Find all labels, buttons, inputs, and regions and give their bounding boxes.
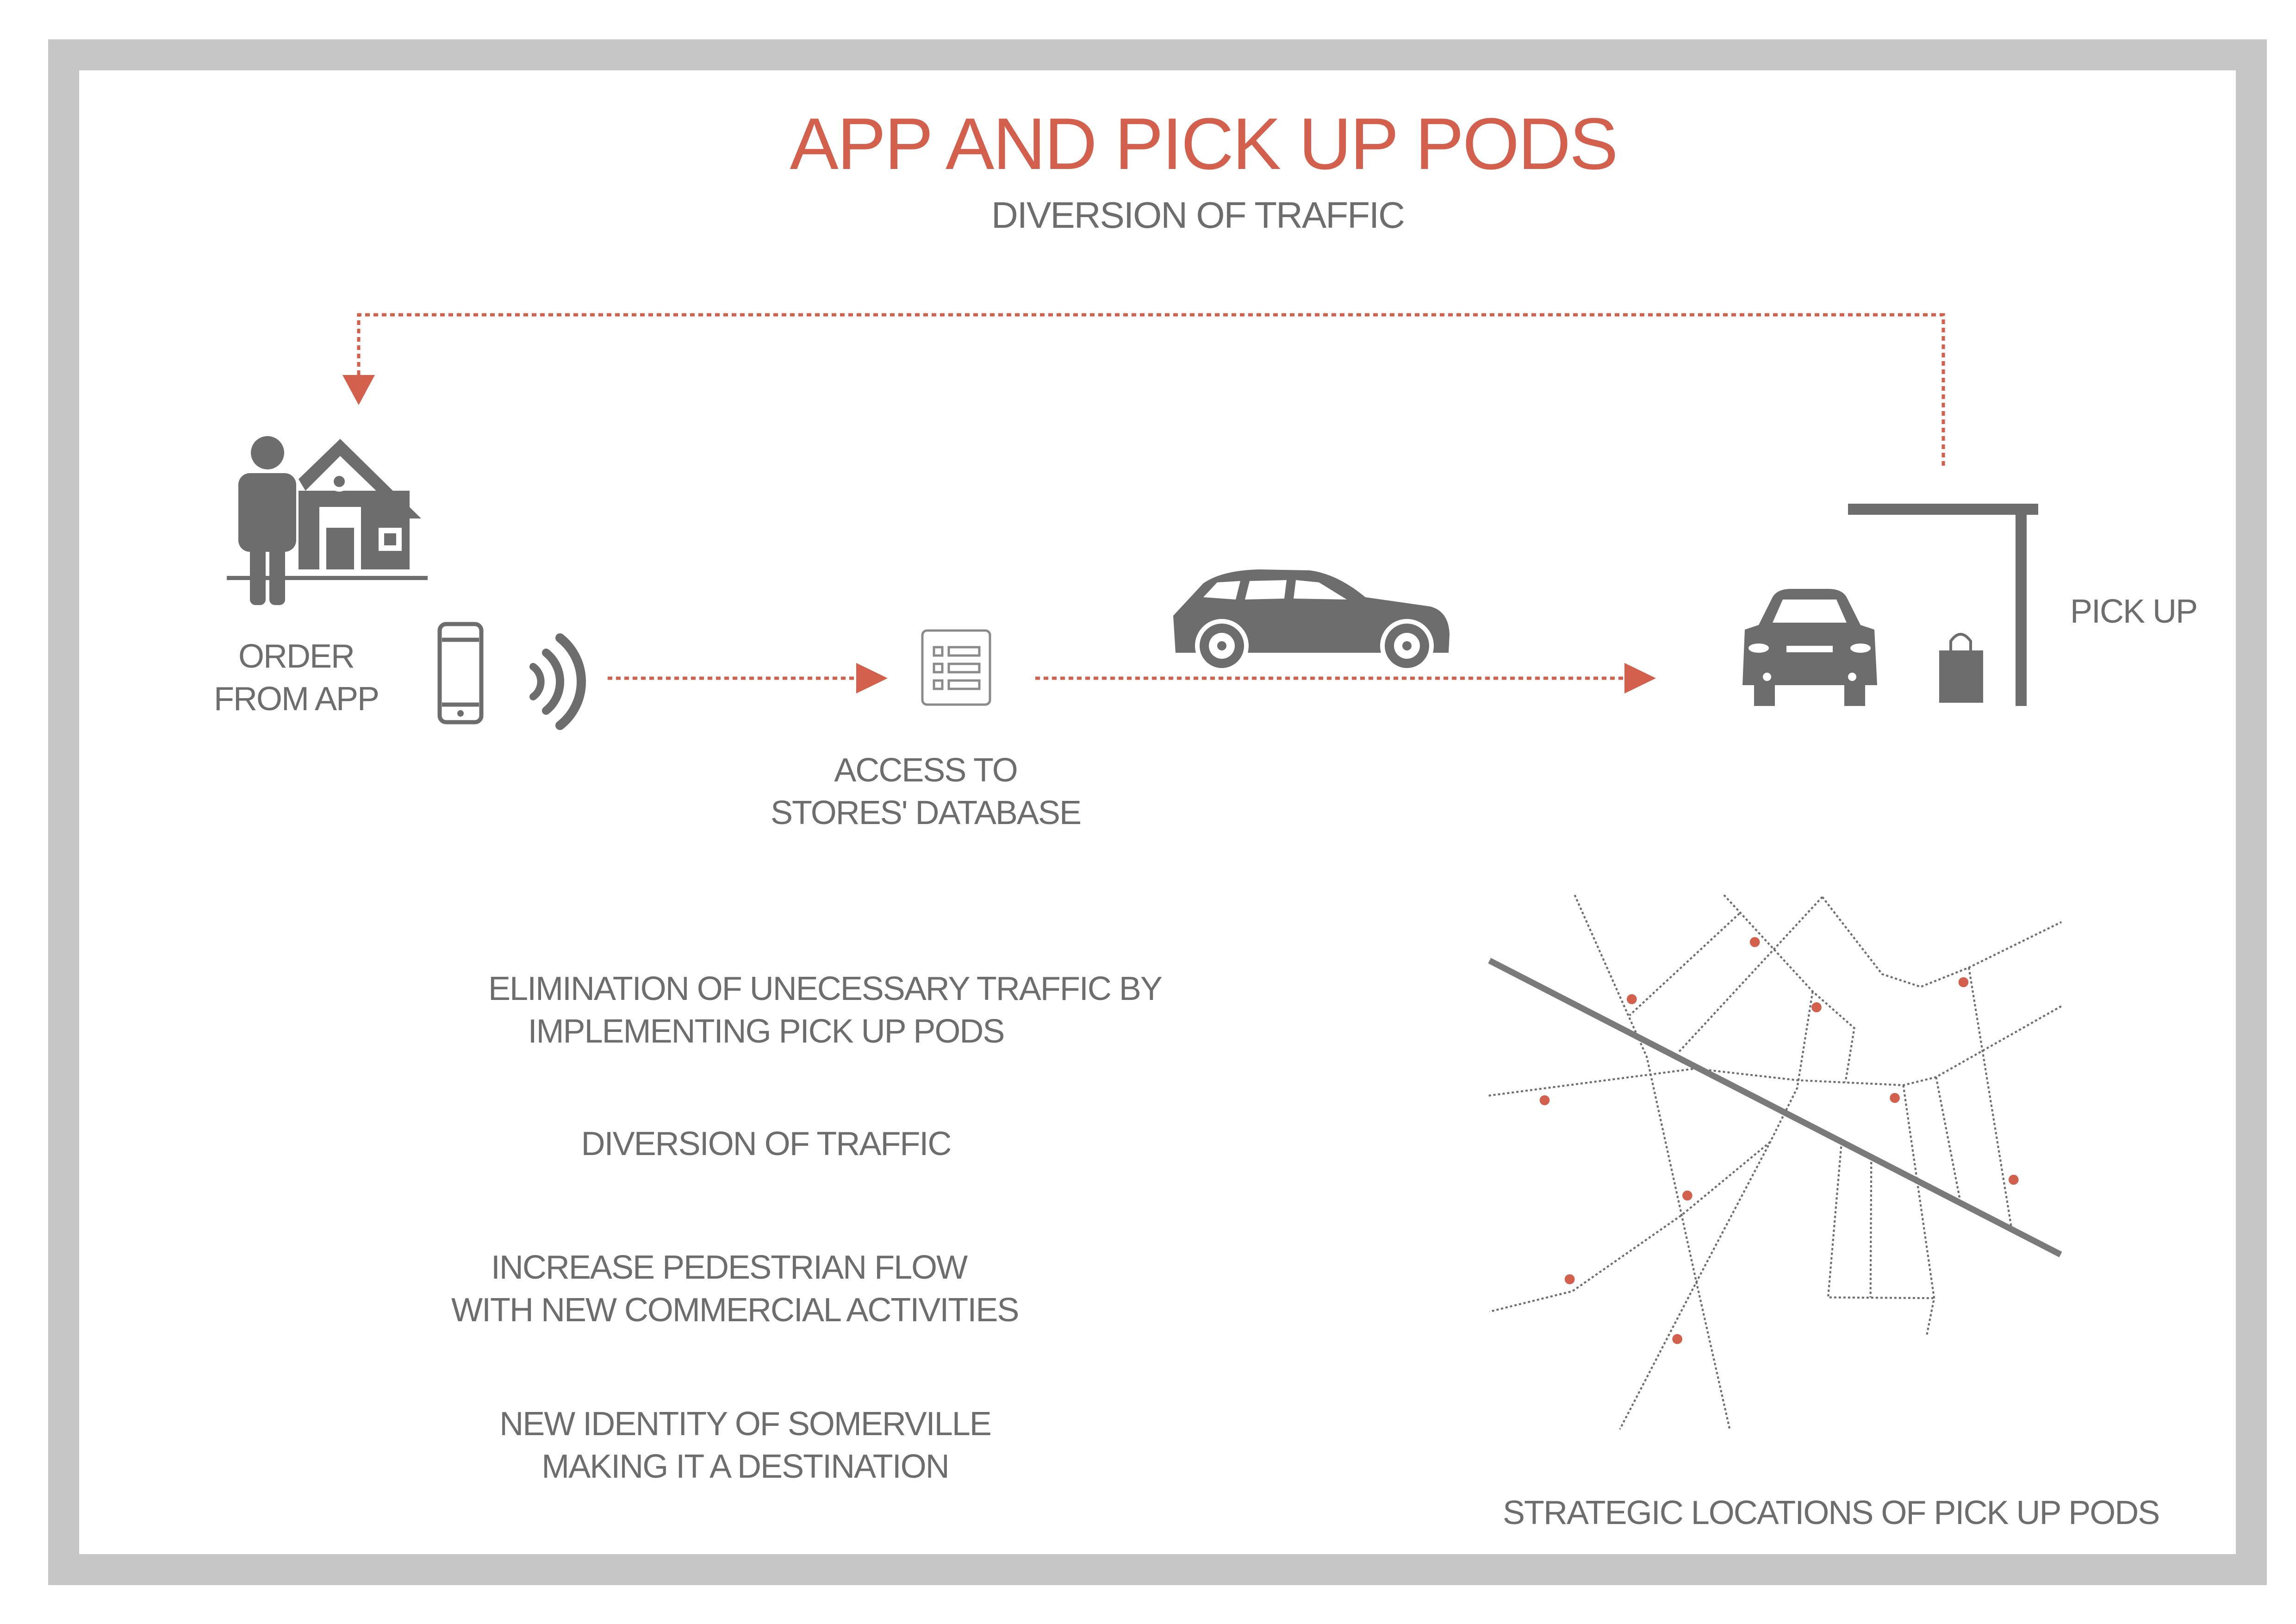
smartphone-icon xyxy=(437,622,484,725)
database-list-icon xyxy=(921,629,991,706)
map-caption: STRATEGIC LOCATIONS OF PICK UP PODS xyxy=(1503,1494,2160,1531)
street-lines xyxy=(1488,894,2062,1430)
pickup-pod-map xyxy=(1488,894,2062,1430)
arrowhead-icon xyxy=(1624,663,1656,693)
page-subtitle: DIVERSION OF TRAFFIC xyxy=(991,194,1405,236)
benefit-3: INCREASE PEDESTRIAN FLOW WITH NEW COMMER… xyxy=(451,1246,1019,1331)
benefit-line: IMPLEMENTING PICK UP PODS xyxy=(528,1013,1005,1050)
car-front-icon xyxy=(1742,589,1877,706)
person-house-icon xyxy=(227,436,428,605)
benefit-line: INCREASE PEDESTRIAN FLOW xyxy=(491,1249,968,1286)
benefit-line: DIVERSION OF TRAFFIC xyxy=(581,1125,952,1162)
pickup-label: PICK UP xyxy=(2070,593,2198,630)
label-line: STORES' DATABASE xyxy=(771,794,1082,831)
benefit-line: WITH NEW COMMERCIAL ACTIVITIES xyxy=(451,1292,1019,1329)
benefit-line: MAKING IT A DESTINATION xyxy=(541,1448,950,1485)
pod-marker xyxy=(1749,937,1760,947)
pod-marker xyxy=(1626,994,1637,1005)
benefit-4: NEW IDENTITY OF SOMERVILLE MAKING IT A D… xyxy=(467,1403,1023,1488)
pod-marker xyxy=(1672,1334,1682,1344)
label-line: ORDER xyxy=(238,638,355,675)
pickup-pod-canopy xyxy=(1848,504,2038,706)
pod-marker xyxy=(2008,1174,2019,1185)
database-label: ACCESS TO STORES' DATABASE xyxy=(740,749,1111,834)
benefit-1: ELIMINATION OF UNECESSARY TRAFFIC BY IMP… xyxy=(488,968,1163,1053)
benefit-line: NEW IDENTITY OF SOMERVILLE xyxy=(499,1405,992,1443)
pod-marker xyxy=(1539,1095,1550,1106)
pod-marker xyxy=(1890,1093,1900,1103)
return-arrow xyxy=(357,313,1945,466)
label-line: FROM APP xyxy=(213,681,380,718)
car-side-icon xyxy=(1173,569,1450,673)
pod-marker xyxy=(1682,1190,1692,1201)
pickup-pod-markers xyxy=(1539,937,2019,1344)
pod-marker xyxy=(1564,1274,1575,1285)
shopping-bag-icon xyxy=(1939,633,1983,703)
order-from-app-label: ORDER FROM APP xyxy=(204,635,389,720)
canvas xyxy=(79,70,2236,1554)
benefit-line: ELIMINATION OF UNECESSARY TRAFFIC BY xyxy=(488,970,1163,1007)
return-arrowhead-icon xyxy=(342,375,375,405)
page-title: APP AND PICK UP PODS xyxy=(790,103,1618,185)
wireless-signal-icon xyxy=(529,633,586,730)
label-line: ACCESS TO xyxy=(834,752,1018,789)
pod-marker xyxy=(1958,977,1969,987)
pod-marker xyxy=(1811,1002,1822,1012)
arrowhead-icon xyxy=(856,663,888,693)
benefit-2: DIVERSION OF TRAFFIC xyxy=(488,1123,1044,1165)
main-road xyxy=(1488,958,2062,1257)
